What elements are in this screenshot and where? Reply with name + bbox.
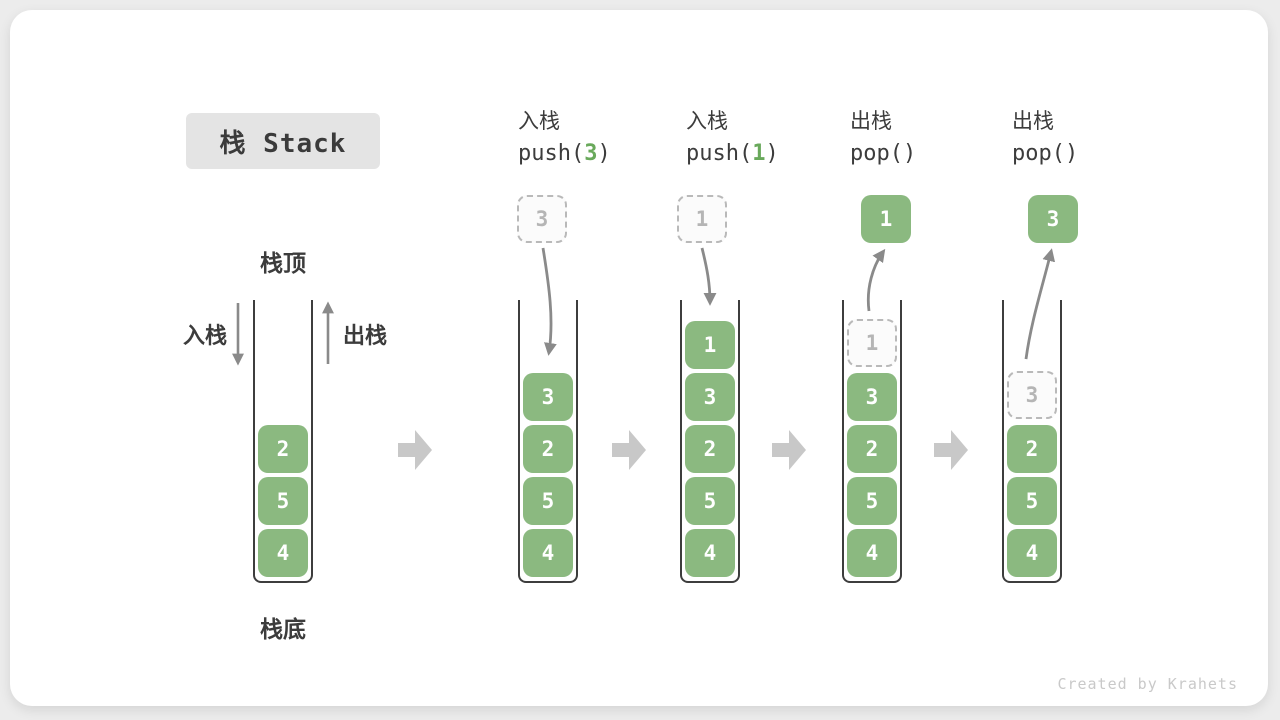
op-code: push(3) xyxy=(518,136,611,172)
code-prefix: pop( xyxy=(850,141,903,166)
code-suffix: ) xyxy=(597,141,611,166)
op-label: 出栈 xyxy=(1012,109,1054,133)
code-suffix: ) xyxy=(902,141,917,166)
op-code: push(1) xyxy=(686,136,779,172)
push-direction-label: 入栈 xyxy=(182,324,227,349)
stack-cell: 2 xyxy=(685,425,735,473)
incoming-value-box: 3 xyxy=(517,195,567,243)
stack-cell: 2 xyxy=(258,425,308,473)
stack-cell: 5 xyxy=(1007,477,1057,525)
diagram-title-text: 栈 Stack xyxy=(219,128,347,159)
stack-cell-ghost: 3 xyxy=(1007,371,1057,419)
code-prefix: push( xyxy=(518,141,585,166)
stack-container-after-push-3 xyxy=(518,300,578,583)
pop-direction-label: 出栈 xyxy=(343,324,388,349)
code-arg: 1 xyxy=(752,141,766,166)
stack-cell: 4 xyxy=(258,529,308,577)
popped-value-box: 1 xyxy=(861,195,911,243)
popped-value-box: 3 xyxy=(1028,195,1078,243)
stack-cell: 3 xyxy=(685,373,735,421)
stack-cell: 5 xyxy=(258,477,308,525)
stack-cell: 5 xyxy=(523,477,573,525)
stack-cell: 3 xyxy=(847,373,897,421)
incoming-value-box: 1 xyxy=(677,195,727,243)
stack-cell: 5 xyxy=(847,477,897,525)
stack-cell: 2 xyxy=(847,425,897,473)
stack-bottom-label: 栈底 xyxy=(260,617,306,643)
stack-cell: 3 xyxy=(523,373,573,421)
stack-cell: 4 xyxy=(685,529,735,577)
code-suffix: ) xyxy=(765,141,779,166)
watermark: Created by Krahets xyxy=(1057,675,1238,693)
op-code: pop() xyxy=(1012,136,1078,172)
column-header-pop-1: 出栈 pop() xyxy=(850,106,916,172)
stack-container-initial xyxy=(253,300,313,583)
stack-container-after-pop-1 xyxy=(842,300,902,583)
stack-cell: 4 xyxy=(523,529,573,577)
next-state-arrow-icon xyxy=(934,430,968,470)
code-prefix: push( xyxy=(686,141,753,166)
stack-container-after-pop-3 xyxy=(1002,300,1062,583)
column-header-push-1: 入栈 push(1) xyxy=(686,106,779,172)
op-label: 入栈 xyxy=(518,109,560,133)
stack-container-after-push-1 xyxy=(680,300,740,583)
stack-cell: 2 xyxy=(523,425,573,473)
next-state-arrow-icon xyxy=(772,430,806,470)
stack-top-label: 栈顶 xyxy=(260,251,306,277)
stack-cell: 2 xyxy=(1007,425,1057,473)
op-label: 出栈 xyxy=(850,109,892,133)
next-state-arrow-icon xyxy=(612,430,646,470)
column-header-pop-3: 出栈 pop() xyxy=(1012,106,1078,172)
column-header-push-3: 入栈 push(3) xyxy=(518,106,611,172)
next-state-arrow-icon xyxy=(398,430,432,470)
diagram-title: 栈 Stack xyxy=(186,113,380,169)
op-code: pop() xyxy=(850,136,916,172)
stack-cell-ghost: 1 xyxy=(847,319,897,367)
code-prefix: pop( xyxy=(1012,141,1065,166)
stack-cell: 1 xyxy=(685,321,735,369)
stack-cell: 4 xyxy=(847,529,897,577)
stack-cell: 5 xyxy=(685,477,735,525)
code-arg: 3 xyxy=(584,141,598,166)
code-suffix: ) xyxy=(1064,141,1079,166)
op-label: 入栈 xyxy=(686,109,728,133)
stack-cell: 4 xyxy=(1007,529,1057,577)
